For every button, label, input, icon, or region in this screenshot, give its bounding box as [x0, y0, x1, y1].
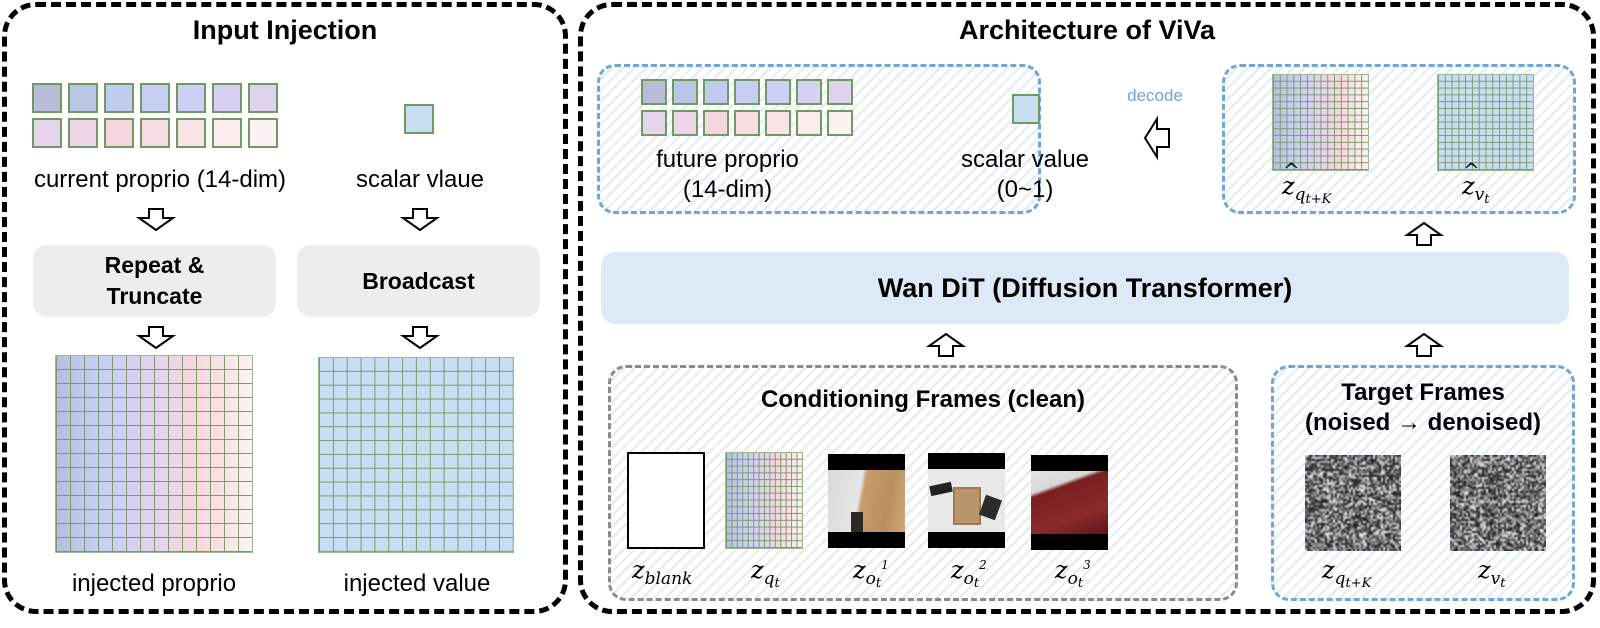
- z-o-t-2-label: zot2: [951, 556, 987, 591]
- future-proprio-row-1: [641, 79, 853, 105]
- scalar-value-label: scalar vlaue: [355, 166, 485, 193]
- repeat-truncate-line1: Repeat &: [104, 252, 205, 278]
- target-frames-title-line1: Target Frames: [1341, 379, 1505, 406]
- predicted-proprio-latent-grid: [1272, 74, 1369, 171]
- proprio-dim-square: [734, 110, 760, 136]
- wan-dit-block: Wan DiT (Diffusion Transformer): [601, 252, 1569, 324]
- wan-dit-label: Wan DiT (Diffusion Transformer): [877, 272, 1293, 303]
- grid-lines: [56, 356, 252, 552]
- proprio-dim-square: [104, 118, 134, 148]
- proprio-dim-square: [212, 83, 242, 113]
- proprio-dim-square: [703, 79, 729, 105]
- noised-value-frame: [1450, 455, 1546, 551]
- proprio-dim-square: [796, 110, 822, 136]
- future-proprio-label: future proprio (14-dim): [640, 145, 815, 205]
- grid-lines: [319, 358, 513, 552]
- proprio-dim-square: [104, 83, 134, 113]
- conditioning-frames-box: [608, 365, 1238, 601]
- proprio-dim-square: [827, 110, 853, 136]
- up-arrow-icon: [1403, 332, 1445, 357]
- proprio-dim-square: [248, 83, 278, 113]
- proprio-dim-square: [703, 110, 729, 136]
- conditioning-frames-title: Conditioning Frames (clean): [760, 386, 1086, 413]
- down-arrow-icon: [135, 208, 177, 232]
- predicted-value-latent-grid: [1437, 74, 1534, 171]
- scalar-output-square: [1012, 94, 1040, 124]
- scalar-value-line2: (0~1): [996, 176, 1054, 203]
- proprio-dim-square: [68, 118, 98, 148]
- camera-frame-3: [1031, 455, 1108, 550]
- current-proprio-label: current proprio (14-dim): [33, 166, 287, 193]
- z-o-t-3-label: zot3: [1055, 556, 1091, 591]
- architecture-title: Architecture of ViVa: [958, 15, 1216, 45]
- noise-texture: [1450, 455, 1546, 551]
- left-arrow-icon: [1143, 115, 1170, 161]
- proprio-dim-square: [641, 79, 667, 105]
- proprio-dim-square: [212, 118, 242, 148]
- z-o-t-1-label: zot1: [853, 556, 889, 591]
- grid-lines: [1273, 75, 1368, 170]
- z-blank-label: zblank: [632, 556, 693, 589]
- injected-proprio-label: injected proprio: [71, 570, 237, 597]
- z-hat-q-t-plus-k-label: zqt+K: [1282, 158, 1331, 207]
- proprio-dim-square: [140, 83, 170, 113]
- grid-lines: [726, 453, 802, 548]
- proprio-dim-square: [672, 110, 698, 136]
- future-proprio-line2: (14-dim): [682, 176, 773, 203]
- broadcast-box: Broadcast: [297, 245, 540, 317]
- target-frames-title: Target Frames (noised → denoised): [1271, 378, 1575, 438]
- injected-value-grid: [318, 357, 514, 553]
- injected-proprio-grid: [55, 355, 253, 553]
- z-hat-v-t-label: zvt: [1462, 158, 1490, 207]
- future-proprio-line1: future proprio: [656, 146, 799, 173]
- repeat-truncate-line2: Truncate: [106, 283, 203, 309]
- proprio-dim-square: [248, 118, 278, 148]
- proprio-dim-square: [734, 79, 760, 105]
- future-proprio-row-2: [641, 110, 853, 136]
- input-injection-panel: Input Injection: [2, 2, 568, 614]
- proprio-dim-square: [32, 83, 62, 113]
- target-frames-title-line2: (noised → denoised): [1304, 409, 1541, 436]
- noise-texture: [1305, 455, 1401, 551]
- up-arrow-icon: [925, 332, 967, 357]
- scalar-value-output-label: scalar value (0~1): [945, 145, 1105, 205]
- camera-frame-2: [928, 453, 1005, 548]
- current-proprio-row-2: [32, 118, 278, 148]
- scalar-value-line1: scalar value: [960, 146, 1090, 173]
- proprio-dim-square: [140, 118, 170, 148]
- down-arrow-icon: [399, 208, 441, 232]
- proprio-condition-grid: [725, 452, 803, 549]
- proprio-dim-square: [68, 83, 98, 113]
- proprio-dim-square: [672, 79, 698, 105]
- proprio-dim-square: [176, 118, 206, 148]
- proprio-dim-square: [32, 118, 62, 148]
- proprio-dim-square: [765, 79, 791, 105]
- up-arrow-icon: [1403, 221, 1445, 246]
- architecture-panel: Architecture of ViVa: [578, 2, 1596, 614]
- injected-value-label: injected value: [343, 570, 491, 597]
- proprio-dim-square: [765, 110, 791, 136]
- blank-frame: [627, 452, 705, 549]
- broadcast-label: Broadcast: [362, 267, 475, 294]
- down-arrow-icon: [135, 326, 177, 350]
- noised-proprio-frame: [1305, 455, 1401, 551]
- camera-frame-1: [828, 454, 905, 548]
- z-q-t-label: zqt: [751, 556, 780, 591]
- z-v-t-label: zvt: [1478, 556, 1506, 591]
- current-proprio-row-1: [32, 83, 278, 113]
- grid-lines: [1438, 75, 1533, 170]
- z-q-t-plus-k-label: zqt+K: [1322, 556, 1372, 591]
- scalar-value-square: [404, 104, 434, 134]
- down-arrow-icon: [399, 326, 441, 350]
- decode-label: decode: [1127, 86, 1183, 105]
- proprio-dim-square: [827, 79, 853, 105]
- proprio-dim-square: [796, 79, 822, 105]
- proprio-dim-square: [176, 83, 206, 113]
- input-injection-title: Input Injection: [192, 15, 378, 45]
- proprio-dim-square: [641, 110, 667, 136]
- repeat-truncate-box: Repeat & Truncate: [33, 245, 276, 317]
